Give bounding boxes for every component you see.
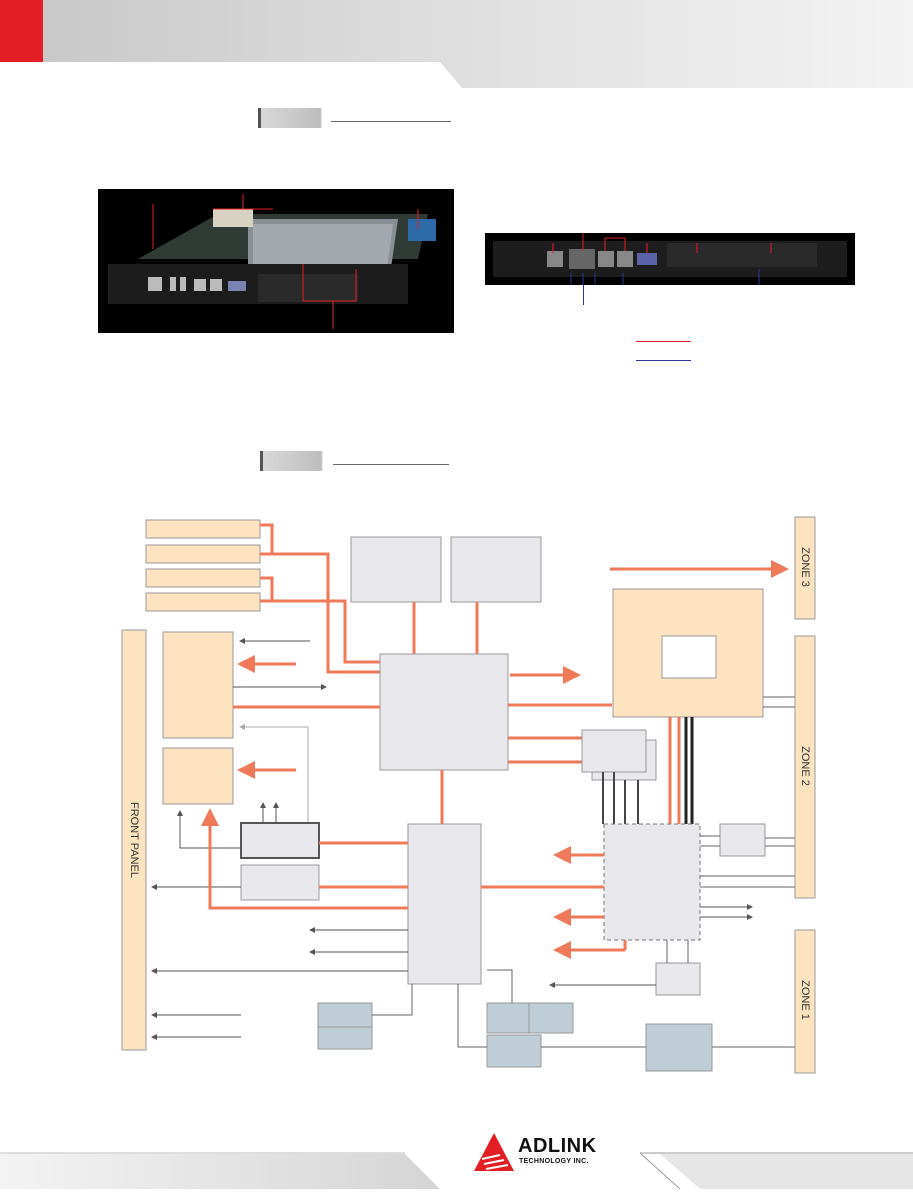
adlink-triangle-logo [474, 1133, 514, 1171]
io-block-1 [486, 1002, 530, 1034]
left-block-1 [162, 631, 234, 739]
io-block-3 [486, 1034, 542, 1068]
storage-block-1 [317, 1002, 373, 1028]
zone3-label: ZONE 3 [799, 547, 811, 587]
phy-block [719, 823, 766, 857]
board-photo [98, 189, 454, 333]
header-red-accent [0, 0, 43, 62]
zone2-label: ZONE 2 [799, 746, 811, 786]
cpu-block-2 [450, 536, 542, 603]
memory-slots [145, 519, 261, 612]
ipmc-block [655, 962, 701, 996]
mgmt-block [645, 1023, 713, 1072]
footer-band [0, 1150, 913, 1190]
photo-leader-blue [583, 285, 584, 305]
header-band [0, 0, 913, 88]
usb-hub-block [240, 822, 320, 859]
zone1-label: ZONE 1 [799, 980, 811, 1020]
left-block-2 [162, 747, 234, 805]
section-heading-bar-top [258, 108, 459, 128]
switch-block [603, 823, 701, 941]
zone2-block [794, 635, 816, 899]
mid-block [581, 729, 647, 773]
north-bridge-block [379, 653, 509, 771]
legend-line-red [636, 341, 691, 342]
cpu-block-1 [350, 536, 442, 603]
io-block-2 [528, 1002, 574, 1034]
section-heading-bar-bottom [260, 451, 457, 471]
front-panel-block [121, 629, 147, 1051]
zone3-block [794, 516, 816, 620]
front-panel-label: FRONT PANEL [128, 802, 140, 878]
front-panel-photo [485, 228, 855, 285]
storage-block-2 [317, 1026, 373, 1050]
logo-tagline: TECHNOLOGY INC. [519, 1158, 589, 1165]
zone1-block [794, 929, 816, 1074]
rear-inner-block [661, 635, 717, 679]
video-block [240, 864, 320, 901]
legend-line-blue [636, 360, 691, 361]
logo-name: ADLINK [518, 1135, 597, 1157]
south-bridge-block [407, 823, 482, 985]
